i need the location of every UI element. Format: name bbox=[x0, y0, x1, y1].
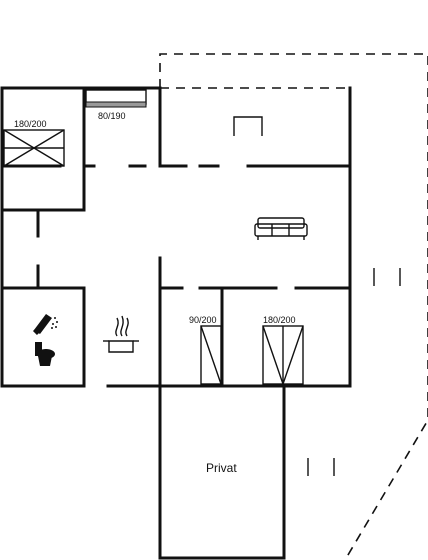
bed-double-label: 180/200 bbox=[263, 315, 296, 325]
outer-walls bbox=[0, 86, 352, 388]
bed-master bbox=[3, 129, 65, 167]
bed-single-label: 90/200 bbox=[189, 315, 217, 325]
window bbox=[85, 89, 147, 108]
annex-label: Privat bbox=[206, 461, 237, 475]
bed-single bbox=[200, 325, 222, 385]
terrace-boundary bbox=[159, 53, 428, 560]
fireplace-icon bbox=[233, 116, 263, 136]
bed-small-label: 80/190 bbox=[98, 111, 126, 121]
toilet-icon bbox=[35, 342, 55, 366]
bed-master-label: 180/200 bbox=[14, 119, 47, 129]
shower-icon bbox=[32, 314, 58, 336]
bed-double bbox=[262, 325, 304, 385]
sofa-icon bbox=[254, 217, 308, 240]
cooking-pot-icon bbox=[103, 315, 139, 353]
annex-walls bbox=[158, 384, 286, 560]
railing-marks bbox=[307, 268, 401, 476]
